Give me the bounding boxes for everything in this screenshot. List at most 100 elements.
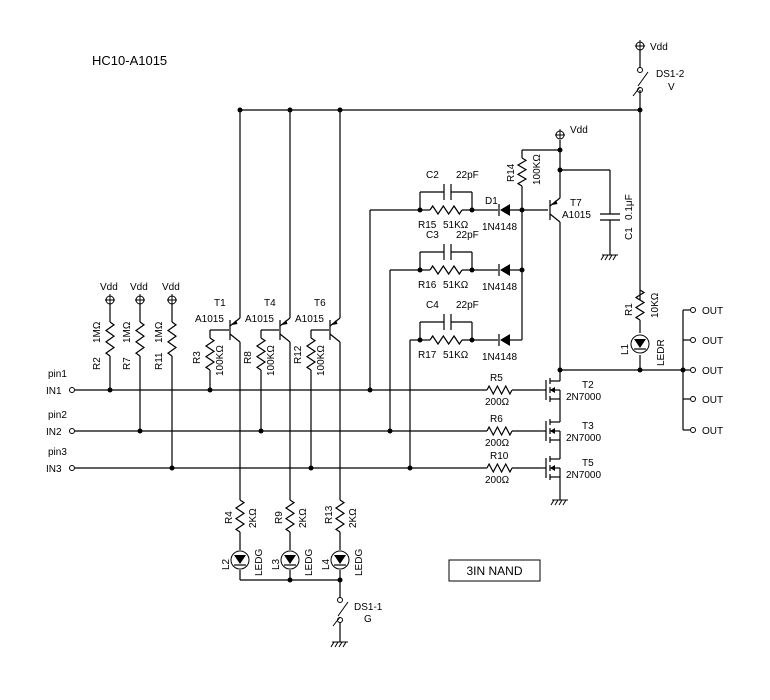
transistor-part: A1015 xyxy=(195,314,224,325)
resistor-value: 1MΩ xyxy=(154,321,165,343)
output-terminal-4[interactable] xyxy=(690,396,696,402)
transistor-part: A1015 xyxy=(295,314,324,325)
capacitor-ref: C1 xyxy=(624,227,635,240)
resistor-r14 xyxy=(516,157,528,187)
resistor-r17 xyxy=(429,334,463,346)
resistor-value: 200Ω xyxy=(485,397,510,408)
input-terminal-2[interactable] xyxy=(69,428,75,434)
diode-ref: D1 xyxy=(485,196,498,207)
output-terminal-5[interactable] xyxy=(690,427,696,433)
resistor-value: 10KΩ xyxy=(650,292,661,318)
transistor-ref: T7 xyxy=(570,198,582,209)
capacitor-c1 xyxy=(600,213,620,221)
vdd-terminal xyxy=(635,40,645,51)
resistor-value: 100KΩ xyxy=(316,345,327,376)
vdd-terminal xyxy=(167,294,177,305)
input-terminal-1[interactable] xyxy=(69,387,75,393)
resistor-value: 1MΩ xyxy=(92,321,103,343)
capacitor-ref: C4 xyxy=(426,300,439,311)
vdd-terminal xyxy=(555,129,565,140)
resistor-ref: R14 xyxy=(506,163,517,182)
output-label: OUT xyxy=(702,366,723,377)
resistor-ref: R15 xyxy=(418,220,437,231)
output-terminal-1[interactable] xyxy=(690,307,696,313)
resistor-value: 100KΩ xyxy=(532,154,543,185)
resistor-ref: R16 xyxy=(418,280,437,291)
transistor-ref: T4 xyxy=(264,298,276,309)
led-ref: L4 xyxy=(321,558,332,570)
led-type: LEDG xyxy=(354,549,365,576)
capacitor-value: 22pF xyxy=(456,230,479,241)
resistor-value: 51KΩ xyxy=(443,350,469,361)
output-terminal-2[interactable] xyxy=(690,337,696,343)
resistor-ref: R6 xyxy=(490,414,503,425)
resistor-ref: R1 xyxy=(624,303,635,316)
output-terminal-3[interactable] xyxy=(690,367,696,373)
capacitor-c4 xyxy=(443,314,452,330)
resistor-r16 xyxy=(429,264,463,276)
resistor-value: 100KΩ xyxy=(266,345,277,376)
transistor-part: 2N7000 xyxy=(566,392,601,403)
vdd-label-3: Vdd xyxy=(162,282,180,293)
transistor-ref: T2 xyxy=(582,380,594,391)
resistor-r2 xyxy=(104,321,116,357)
led-ref: L2 xyxy=(221,558,232,570)
resistor-ref: R5 xyxy=(490,373,503,384)
transistor-t6 xyxy=(329,317,341,343)
vdd-label-t7: Vdd xyxy=(570,125,588,136)
led-l2 xyxy=(230,550,250,570)
input-pin-label: pin3 xyxy=(48,447,67,458)
vdd-label-top: Vdd xyxy=(650,42,668,53)
led-type: LEDR xyxy=(656,339,667,366)
vdd-terminal xyxy=(105,294,115,305)
capacitor-value: 22pF xyxy=(456,300,479,311)
resistor-ref: R9 xyxy=(274,511,285,524)
resistor-ref: R13 xyxy=(324,505,335,524)
capacitor-c2 xyxy=(443,184,452,200)
switch-ds1-2-sub: V xyxy=(668,82,675,93)
resistor-value: 51KΩ xyxy=(443,280,469,291)
diode-part: 1N4148 xyxy=(482,282,517,293)
transistor-part: A1015 xyxy=(245,314,274,325)
resistor-ref: R17 xyxy=(418,350,437,361)
resistor-r15 xyxy=(429,204,463,216)
resistor-ref: R2 xyxy=(92,357,103,370)
output-label: OUT xyxy=(702,426,723,437)
resistor-r4 xyxy=(234,499,246,533)
resistor-r6 xyxy=(486,425,513,437)
resistor-value: 200Ω xyxy=(485,475,510,486)
resistor-r12 xyxy=(305,337,317,371)
resistor-ref: R11 xyxy=(154,352,165,370)
resistor-value: 2KΩ xyxy=(248,508,259,528)
resistor-ref: R3 xyxy=(192,351,203,364)
switch-ds1-1-sub: G xyxy=(364,614,372,625)
vdd-label-1: Vdd xyxy=(100,282,118,293)
led-type: LEDG xyxy=(254,549,265,576)
vdd-label-2: Vdd xyxy=(130,282,148,293)
transistor-t3 xyxy=(545,419,561,443)
transistor-ref: T1 xyxy=(214,298,226,309)
transistor-t2 xyxy=(545,378,561,402)
switch-ds1-1-ref: DS1-1 xyxy=(354,602,383,613)
schematic-title: HC10-A1015 xyxy=(92,53,167,68)
diode-part: 1N4148 xyxy=(482,222,517,233)
led-ref: L1 xyxy=(620,343,631,355)
resistor-value: 2KΩ xyxy=(298,508,309,528)
input-pin-label: pin2 xyxy=(48,410,67,421)
input-pin-label: pin1 xyxy=(48,369,67,380)
input-terminal-3[interactable] xyxy=(69,465,75,471)
switch-ds1-1[interactable] xyxy=(332,597,349,627)
output-label: OUT xyxy=(702,306,723,317)
switch-ds1-2[interactable] xyxy=(632,67,649,97)
transistor-part: 2N7000 xyxy=(566,433,601,444)
led-l3 xyxy=(280,550,300,570)
output-label: OUT xyxy=(702,395,723,406)
led-type: LEDG xyxy=(304,549,315,576)
vdd-terminal xyxy=(135,294,145,305)
resistor-ref: R8 xyxy=(243,351,254,364)
output-label: OUT xyxy=(702,336,723,347)
input-name-label: IN1 xyxy=(46,386,62,397)
capacitor-value: 22pF xyxy=(456,170,479,181)
resistor-r10 xyxy=(486,462,513,474)
